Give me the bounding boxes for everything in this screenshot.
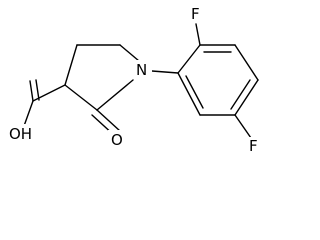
bond-c2-o-double-a	[96, 109, 121, 132]
bond-c4-c3	[64, 44, 78, 86]
bond-n-aryl	[151, 70, 179, 74]
bond-n-c5	[119, 44, 140, 62]
bond-ar-c1-c2	[177, 44, 201, 74]
bond-ar-f-bottom	[234, 114, 252, 139]
structure-diagram: N F F O OH	[9, 5, 259, 155]
difluorophenyl-ring	[177, 44, 259, 116]
bond-cooh-co-double-a	[29, 80, 34, 102]
bond-c2-n	[96, 79, 134, 111]
fluorine-bottom-label: F	[249, 137, 258, 155]
bond-cooh-co-double-b	[35, 79, 40, 101]
bond-ar-f-top	[195, 23, 201, 46]
bond-ar-inner-2	[230, 79, 251, 110]
carboxyl-hydroxyl-label: OH	[9, 125, 32, 143]
bond-ar-c6-c1	[177, 72, 201, 116]
carboxylic-acid-group	[23, 79, 66, 127]
nitrogen-label: N	[136, 61, 147, 79]
bond-ar-inner-3	[185, 75, 204, 109]
pyrrolidinone-ring	[64, 44, 140, 111]
bond-c3-c2	[64, 84, 98, 111]
bond-ar-c3-c4	[234, 44, 259, 81]
bond-ar-c4-c5	[234, 79, 259, 116]
fluorine-top-label: F	[191, 5, 200, 23]
bond-cooh-oh	[23, 100, 34, 127]
carbonyl-oxygen-label: O	[111, 131, 123, 149]
